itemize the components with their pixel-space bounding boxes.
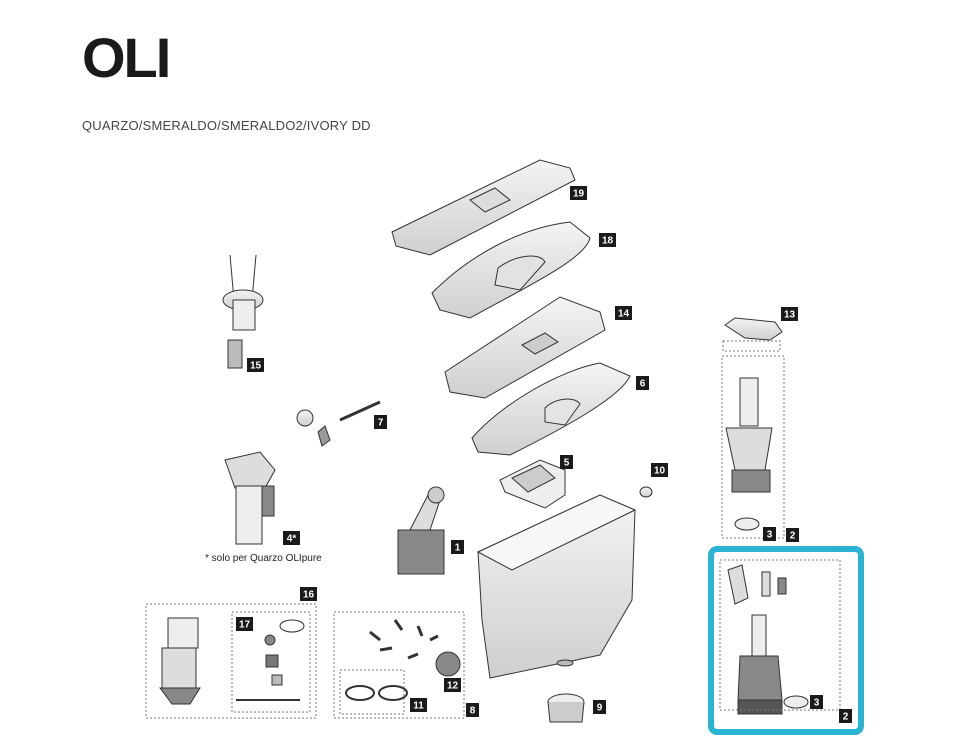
callout-label-4: 4* xyxy=(287,534,297,545)
callout-label-5: 5 xyxy=(564,458,570,469)
callout-box-14 xyxy=(615,306,632,320)
model-line-title: QUARZO/SMERALDO/SMERALDO2/IVORY DD xyxy=(82,118,371,133)
callout-box-18 xyxy=(599,233,616,247)
highlight-frame xyxy=(708,546,864,735)
part-2-flush-valve-bottom[interactable] xyxy=(727,564,809,715)
part-16-fill-valve[interactable] xyxy=(159,617,201,705)
callout-box-19 xyxy=(570,186,587,200)
callout-label-9: 9 xyxy=(597,703,603,714)
callout-label-16: 16 xyxy=(303,590,315,601)
callout-label-3a: 3 xyxy=(767,530,773,541)
callout-box-11 xyxy=(410,698,427,712)
part-15-fill-valve[interactable] xyxy=(222,254,264,369)
callout-box-6 xyxy=(636,376,649,390)
callout-box-3a xyxy=(763,527,776,541)
callout-box-9 xyxy=(593,700,606,714)
callout-box-5 xyxy=(560,455,573,469)
part-6-lid[interactable] xyxy=(471,362,631,456)
part-13-clip[interactable] xyxy=(724,317,783,341)
callout-label-2a: 2 xyxy=(790,531,796,542)
callout-box-3b xyxy=(810,695,823,709)
group-box-17 xyxy=(231,611,311,713)
callout-label-19: 19 xyxy=(573,189,585,200)
part-2-flush-valve-top[interactable] xyxy=(725,377,773,531)
group-box-13 xyxy=(722,340,781,352)
part-19-cover-plate[interactable] xyxy=(391,159,576,256)
group-box-2-top xyxy=(721,355,785,539)
callout-box-4 xyxy=(283,531,300,545)
callout-label-1: 1 xyxy=(455,543,461,554)
part-4-valve[interactable] xyxy=(224,451,276,545)
group-box-16 xyxy=(145,603,317,719)
part-7-fitting[interactable] xyxy=(296,400,381,447)
part-1-flush-unit[interactable] xyxy=(397,486,445,575)
callout-label-6: 6 xyxy=(640,379,646,390)
footnote: * solo per Quarzo OLIpure xyxy=(205,553,322,564)
callout-label-7: 7 xyxy=(378,418,384,429)
callout-box-16 xyxy=(300,587,317,601)
callout-box-13 xyxy=(781,307,798,321)
callout-label-10: 10 xyxy=(654,466,666,477)
callout-label-2b: 2 xyxy=(843,712,849,723)
callout-box-10 xyxy=(651,463,668,477)
part-8-screws[interactable] xyxy=(369,619,461,677)
callout-label-8: 8 xyxy=(470,706,476,717)
callout-box-12 xyxy=(444,678,461,692)
callout-label-3b: 3 xyxy=(814,698,820,709)
callout-label-14: 14 xyxy=(618,309,630,320)
part-11-gaskets[interactable] xyxy=(345,685,408,701)
callout-box-7 xyxy=(374,415,387,429)
callout-label-11: 11 xyxy=(413,701,424,712)
part-18-lid[interactable] xyxy=(431,221,591,319)
part-9-ring[interactable] xyxy=(547,693,585,723)
brand-logo: OLI xyxy=(82,26,171,89)
part-17-kit[interactable] xyxy=(236,619,305,701)
part-14-lid[interactable] xyxy=(444,296,606,399)
callout-label-15: 15 xyxy=(250,361,262,372)
callout-label-18: 18 xyxy=(602,236,614,247)
callout-box-15 xyxy=(247,358,264,372)
callout-label-17: 17 xyxy=(239,620,251,631)
cistern-tank[interactable] xyxy=(476,494,637,679)
group-box-8 xyxy=(333,611,465,719)
callout-box-1 xyxy=(451,540,464,554)
callout-label-13: 13 xyxy=(784,310,796,321)
callout-box-8 xyxy=(466,703,479,717)
part-5-bracket[interactable] xyxy=(499,459,566,509)
part-10-cap[interactable] xyxy=(639,486,653,498)
group-box-11 xyxy=(339,669,405,715)
callout-box-17 xyxy=(236,617,253,631)
callout-label-12: 12 xyxy=(447,681,459,692)
callout-box-2b xyxy=(839,709,852,723)
group-box-2-bottom xyxy=(719,559,841,711)
callout-box-2a xyxy=(786,528,799,542)
